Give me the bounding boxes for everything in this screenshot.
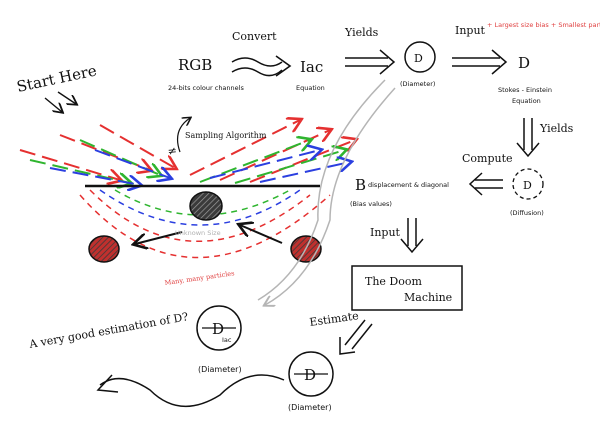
double-arrow-2 <box>452 49 508 75</box>
unknown-particle <box>189 191 223 221</box>
start-here-label: Start Here <box>15 61 98 96</box>
diameter-iac-circle <box>404 41 436 73</box>
rgb-sub-label: 24-bits colour channels <box>168 84 244 92</box>
double-arrow-1 <box>345 49 396 75</box>
diffusion-circle <box>512 168 544 200</box>
good-estimation-label: A very good estimation of D? <box>27 310 189 351</box>
doom-line2: Machine <box>404 291 452 304</box>
diameter-iac-left-circle <box>196 305 242 351</box>
compute-label: Compute <box>462 152 513 165</box>
diameter-bottom-label: (Diameter) <box>288 403 332 412</box>
squiggle-arrow <box>99 374 285 407</box>
d-in-diffusion: D <box>523 179 532 192</box>
rgb-label: RGB <box>178 56 212 74</box>
bias-values-label: (Bias values) <box>350 200 392 208</box>
d-symbol-top: D <box>518 54 530 72</box>
incoming-green-rays <box>29 139 160 183</box>
sampling-arrow <box>177 118 190 153</box>
yields-right-label: Yields <box>539 122 574 135</box>
input-mid-label: Input <box>370 226 401 239</box>
d-in-left-circle: D <box>212 320 224 338</box>
particle-left <box>88 235 120 263</box>
sampling-label: Sampling Algorithm <box>185 131 267 140</box>
incoming-blue-rays <box>49 149 170 185</box>
many-particles-label: Many, many particles <box>164 269 235 287</box>
input-down-arrow <box>400 218 424 254</box>
input-top-label: Input <box>455 24 486 37</box>
estimate-arrow <box>339 319 373 355</box>
iac-label: Iac <box>300 58 323 76</box>
diffusion-label: (Diffusion) <box>510 209 544 217</box>
d-in-circle-top: D <box>414 52 423 65</box>
stokes-label: Stokes - Einstein <box>498 86 552 94</box>
stokes-sub-label: Equation <box>512 97 541 105</box>
iac-small-label: Iac <box>222 336 232 344</box>
d-in-bottom-circle: D <box>304 366 316 384</box>
unknown-size-label: Unknown Size <box>175 229 221 237</box>
compute-arrow <box>468 172 503 196</box>
start-arrows <box>44 91 76 112</box>
down-double-arrow <box>516 118 540 158</box>
diameter-left-label: (Diameter) <box>198 365 242 374</box>
neq-symbol: ≠ <box>167 144 178 158</box>
iac-sub-label: Equation <box>296 84 325 92</box>
approx-arrow <box>231 57 283 67</box>
outgoing-green-rays <box>199 140 345 184</box>
b-sub-label: displacement & diagonal <box>368 181 449 189</box>
yields-top-label: Yields <box>344 26 379 39</box>
input-note: + Largest size bias + Smallest particle … <box>487 21 600 29</box>
grey-feedback-arrow <box>265 87 396 305</box>
doom-machine-box <box>351 265 463 311</box>
convert-label: Convert <box>232 30 277 43</box>
diameter-top-label: (Diameter) <box>400 80 435 88</box>
outgoing-blue-rays <box>209 150 350 183</box>
arrow-to-unknown <box>240 225 283 244</box>
arrow-to-left-particle <box>135 231 183 244</box>
diameter-b-circle <box>288 351 334 397</box>
b-symbol: B <box>355 176 366 194</box>
estimate-label: Estimate <box>309 309 360 329</box>
doom-line1: The Doom <box>365 275 422 288</box>
